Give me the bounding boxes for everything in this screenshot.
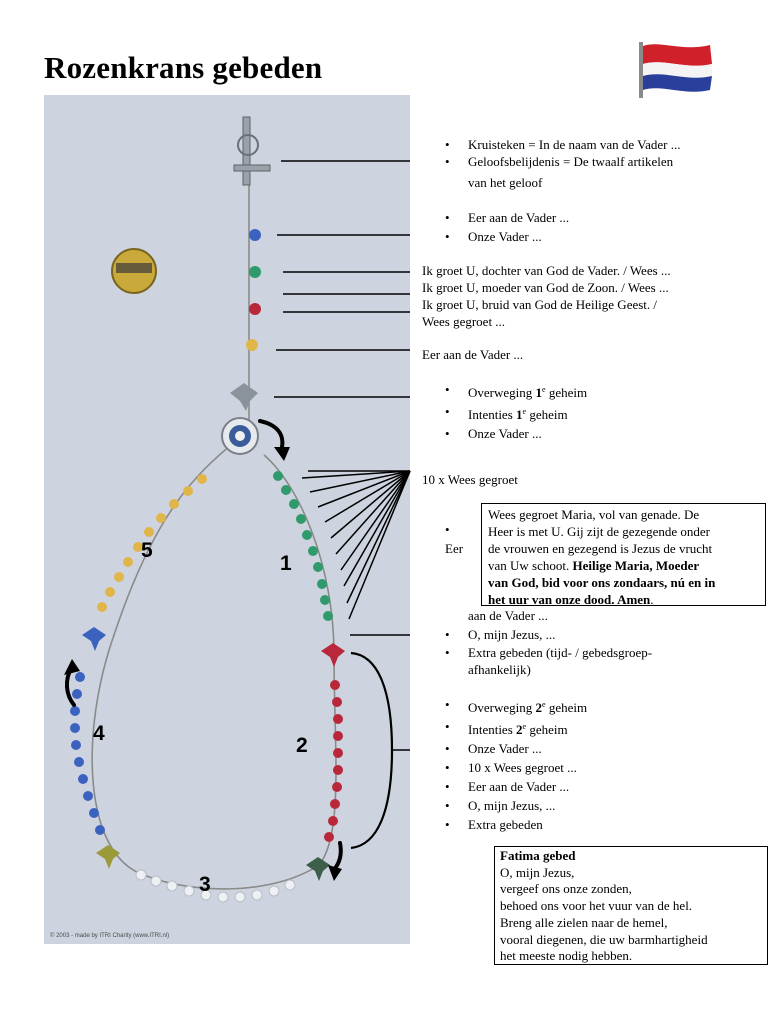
list-item: Onze Vader ... [445, 424, 587, 443]
decade-number-3: 3 [199, 873, 211, 896]
ten-hail-marys: 10 x Wees gegroet [422, 472, 518, 487]
list-item: Geloofsbelijdenis = De twaalf artikelen [445, 153, 681, 170]
hail-mary-line-1: Ik groet U, dochter van God de Vader. / … [422, 263, 671, 278]
glory-continuation: aan de Vader ... [468, 608, 548, 623]
list-item: O, mijn Jezus, ... [445, 796, 587, 815]
list-item: 10 x Wees gegroet ... [445, 758, 587, 777]
hail-mary-line-2: Ik groet U, moeder van God de Zoon. / We… [422, 280, 669, 295]
bullet-dot: • [445, 522, 450, 537]
list-item-continuation: afhankelijk) [468, 662, 531, 677]
list-item: Overweging 2e geheim [445, 695, 587, 717]
list-item: Onze Vader ... [445, 739, 587, 758]
decade-number-1: 1 [280, 552, 292, 575]
glory-stub: Eer [445, 541, 464, 556]
list-item: O, mijn Jezus, ... [445, 625, 652, 644]
crucifix-icon [233, 116, 271, 186]
list-item: Overweging 1e geheim [445, 380, 587, 402]
decade-number-2: 2 [296, 734, 308, 757]
rosary-photo: 1 2 3 4 5 © 2003 - made by ITRI Charity … [44, 95, 410, 944]
page-title: Rozenkrans gebeden [44, 50, 323, 85]
list-item: Eer aan de Vader ... [445, 208, 569, 227]
hail-mary-line-4: Wees gegroet ... [422, 314, 506, 329]
medallion-icon [221, 417, 259, 455]
list-item: Intenties 1e geheim [445, 402, 587, 424]
opening-prayers-list: Kruisteken = In de naam van de Vader ...… [445, 136, 681, 170]
list-item: Eer aan de Vader ... [445, 777, 587, 796]
hail-mary-box: Wees gegroet Maria, vol van genade. De H… [481, 503, 766, 607]
hail-mary-line-3: Ik groet U, bruid van God de Heilige Gee… [422, 297, 658, 312]
list-item-continuation: van het geloof [468, 175, 543, 190]
list-item: Intenties 2e geheim [445, 717, 587, 739]
fatima-heading: Fatima gebed [500, 848, 576, 863]
list-item: Onze Vader ... [445, 227, 569, 246]
closing-prayers-list: O, mijn Jezus, ... Extra gebeden (tijd- … [445, 625, 652, 661]
netherlands-flag-icon [639, 42, 712, 98]
decade-number-5: 5 [141, 539, 153, 562]
dove-icon [230, 383, 258, 411]
list-item: Extra gebeden (tijd- / gebedsgroep- [445, 644, 652, 661]
coin-icon [111, 248, 157, 294]
intro-prayers-list: Eer aan de Vader ... Onze Vader ... [445, 208, 569, 246]
first-mystery-list: Overweging 1e geheim Intenties 1e geheim… [445, 380, 587, 443]
second-mystery-list: Overweging 2e geheim Intenties 2e geheim… [445, 695, 587, 834]
list-item: Kruisteken = In de naam van de Vader ... [445, 136, 681, 153]
decade-number-4: 4 [93, 722, 105, 745]
photo-credit: © 2003 - made by ITRI Charity (www.ITRI.… [50, 932, 169, 939]
glory-be-line: Eer aan de Vader ... [422, 347, 524, 362]
fatima-prayer-box: Fatima gebed O, mijn Jezus, vergeef ons … [494, 846, 768, 965]
list-item: Extra gebeden [445, 815, 587, 834]
